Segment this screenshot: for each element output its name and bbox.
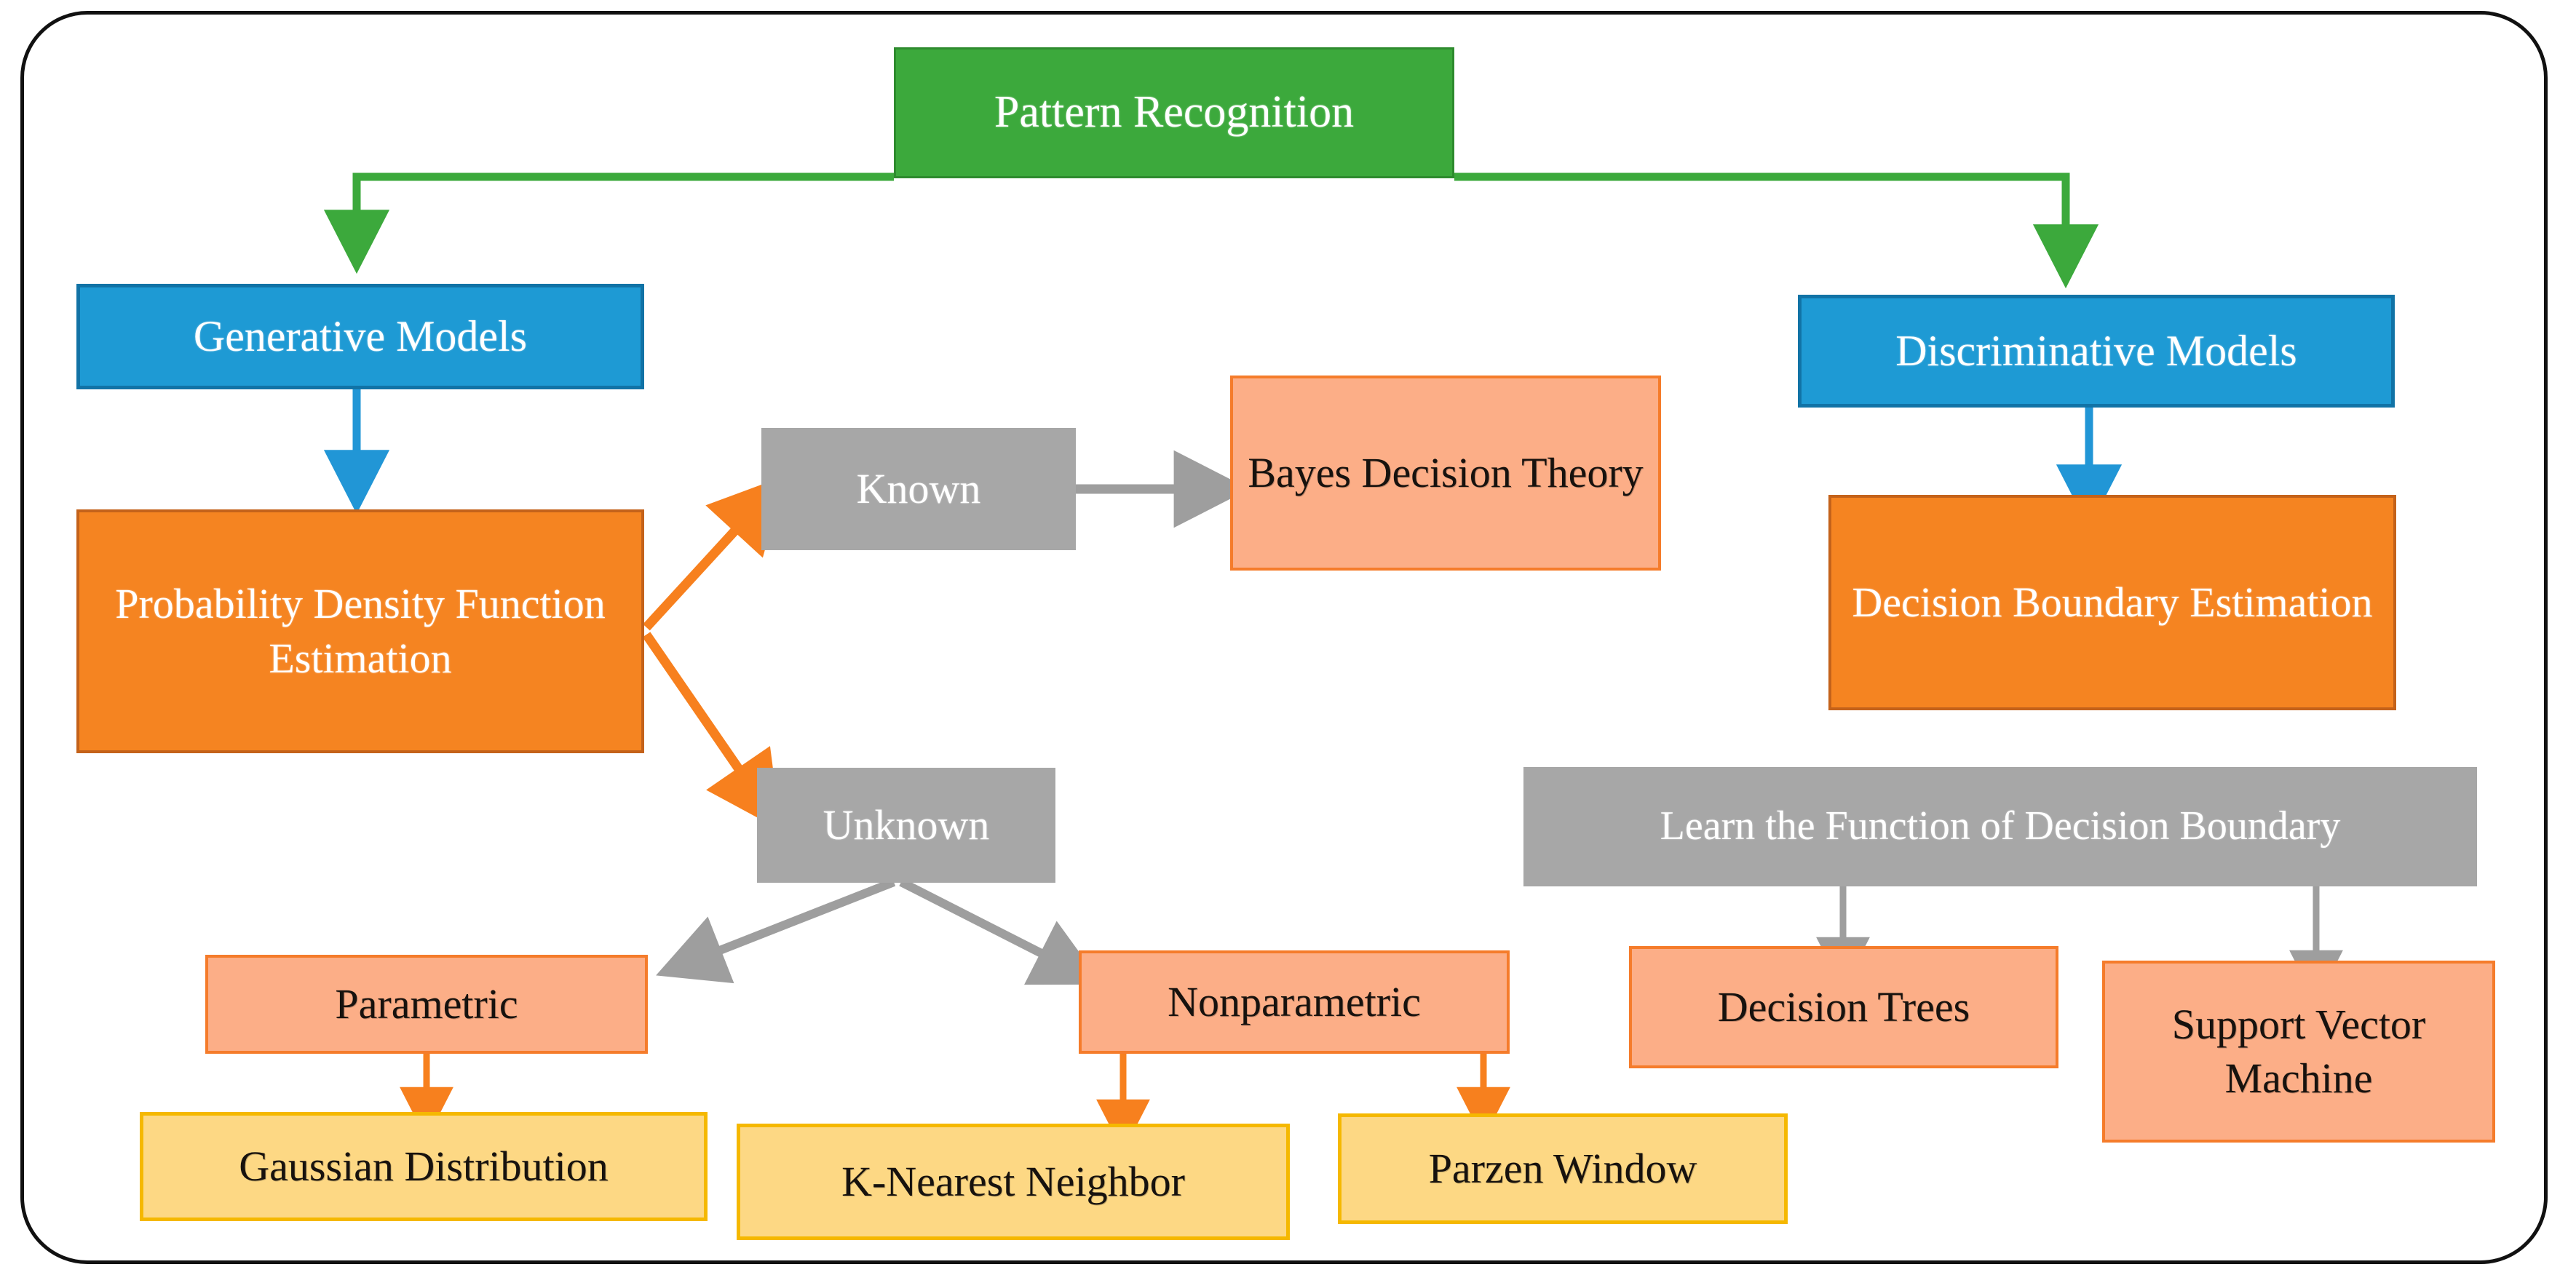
node-k-nearest-neighbor[interactable]: K-Nearest Neighbor: [737, 1124, 1290, 1240]
node-label-unknown: Unknown: [823, 801, 990, 849]
node-parzen-window[interactable]: Parzen Window: [1338, 1113, 1788, 1224]
node-label-pdf-estimation: Probability Density Function Estimation: [115, 580, 606, 682]
node-label-generative-models: Generative Models: [193, 312, 528, 361]
node-label-learn-function-decision-boundary: Learn the Function of Decision Boundary: [1660, 803, 2341, 849]
node-label-pattern-recognition: Pattern Recognition: [994, 87, 1355, 138]
node-label-known: Known: [856, 464, 981, 512]
diagram-outer-frame: [20, 11, 2548, 1264]
node-label-support-vector-machine: Support Vector Machine: [2171, 1000, 2426, 1102]
node-decision-trees[interactable]: Decision Trees: [1629, 946, 2058, 1068]
node-support-vector-machine[interactable]: Support Vector Machine: [2102, 961, 2495, 1143]
node-learn-function-decision-boundary[interactable]: Learn the Function of Decision Boundary: [1523, 767, 2477, 886]
node-label-parametric: Parametric: [335, 980, 518, 1028]
node-generative-models[interactable]: Generative Models: [76, 284, 644, 389]
node-pattern-recognition[interactable]: Pattern Recognition: [894, 47, 1454, 178]
node-label-decision-trees: Decision Trees: [1717, 982, 1970, 1030]
node-unknown[interactable]: Unknown: [757, 768, 1055, 883]
node-parametric[interactable]: Parametric: [205, 955, 648, 1054]
node-label-gaussian-distribution: Gaussian Distribution: [239, 1142, 609, 1190]
node-discriminative-models[interactable]: Discriminative Models: [1798, 295, 2395, 408]
node-gaussian-distribution[interactable]: Gaussian Distribution: [140, 1112, 708, 1221]
node-label-parzen-window: Parzen Window: [1428, 1144, 1697, 1192]
node-label-bayes-decision-theory: Bayes Decision Theory: [1248, 448, 1644, 496]
node-known[interactable]: Known: [761, 428, 1076, 550]
node-pdf-estimation[interactable]: Probability Density Function Estimation: [76, 509, 644, 753]
node-nonparametric[interactable]: Nonparametric: [1079, 950, 1510, 1054]
node-decision-boundary-estimation[interactable]: Decision Boundary Estimation: [1828, 495, 2396, 710]
node-bayes-decision-theory[interactable]: Bayes Decision Theory: [1230, 376, 1661, 571]
node-label-discriminative-models: Discriminative Models: [1895, 327, 2297, 376]
node-label-decision-boundary-estimation: Decision Boundary Estimation: [1852, 578, 2373, 626]
node-label-nonparametric: Nonparametric: [1168, 977, 1421, 1025]
node-label-k-nearest-neighbor: K-Nearest Neighbor: [841, 1157, 1185, 1205]
